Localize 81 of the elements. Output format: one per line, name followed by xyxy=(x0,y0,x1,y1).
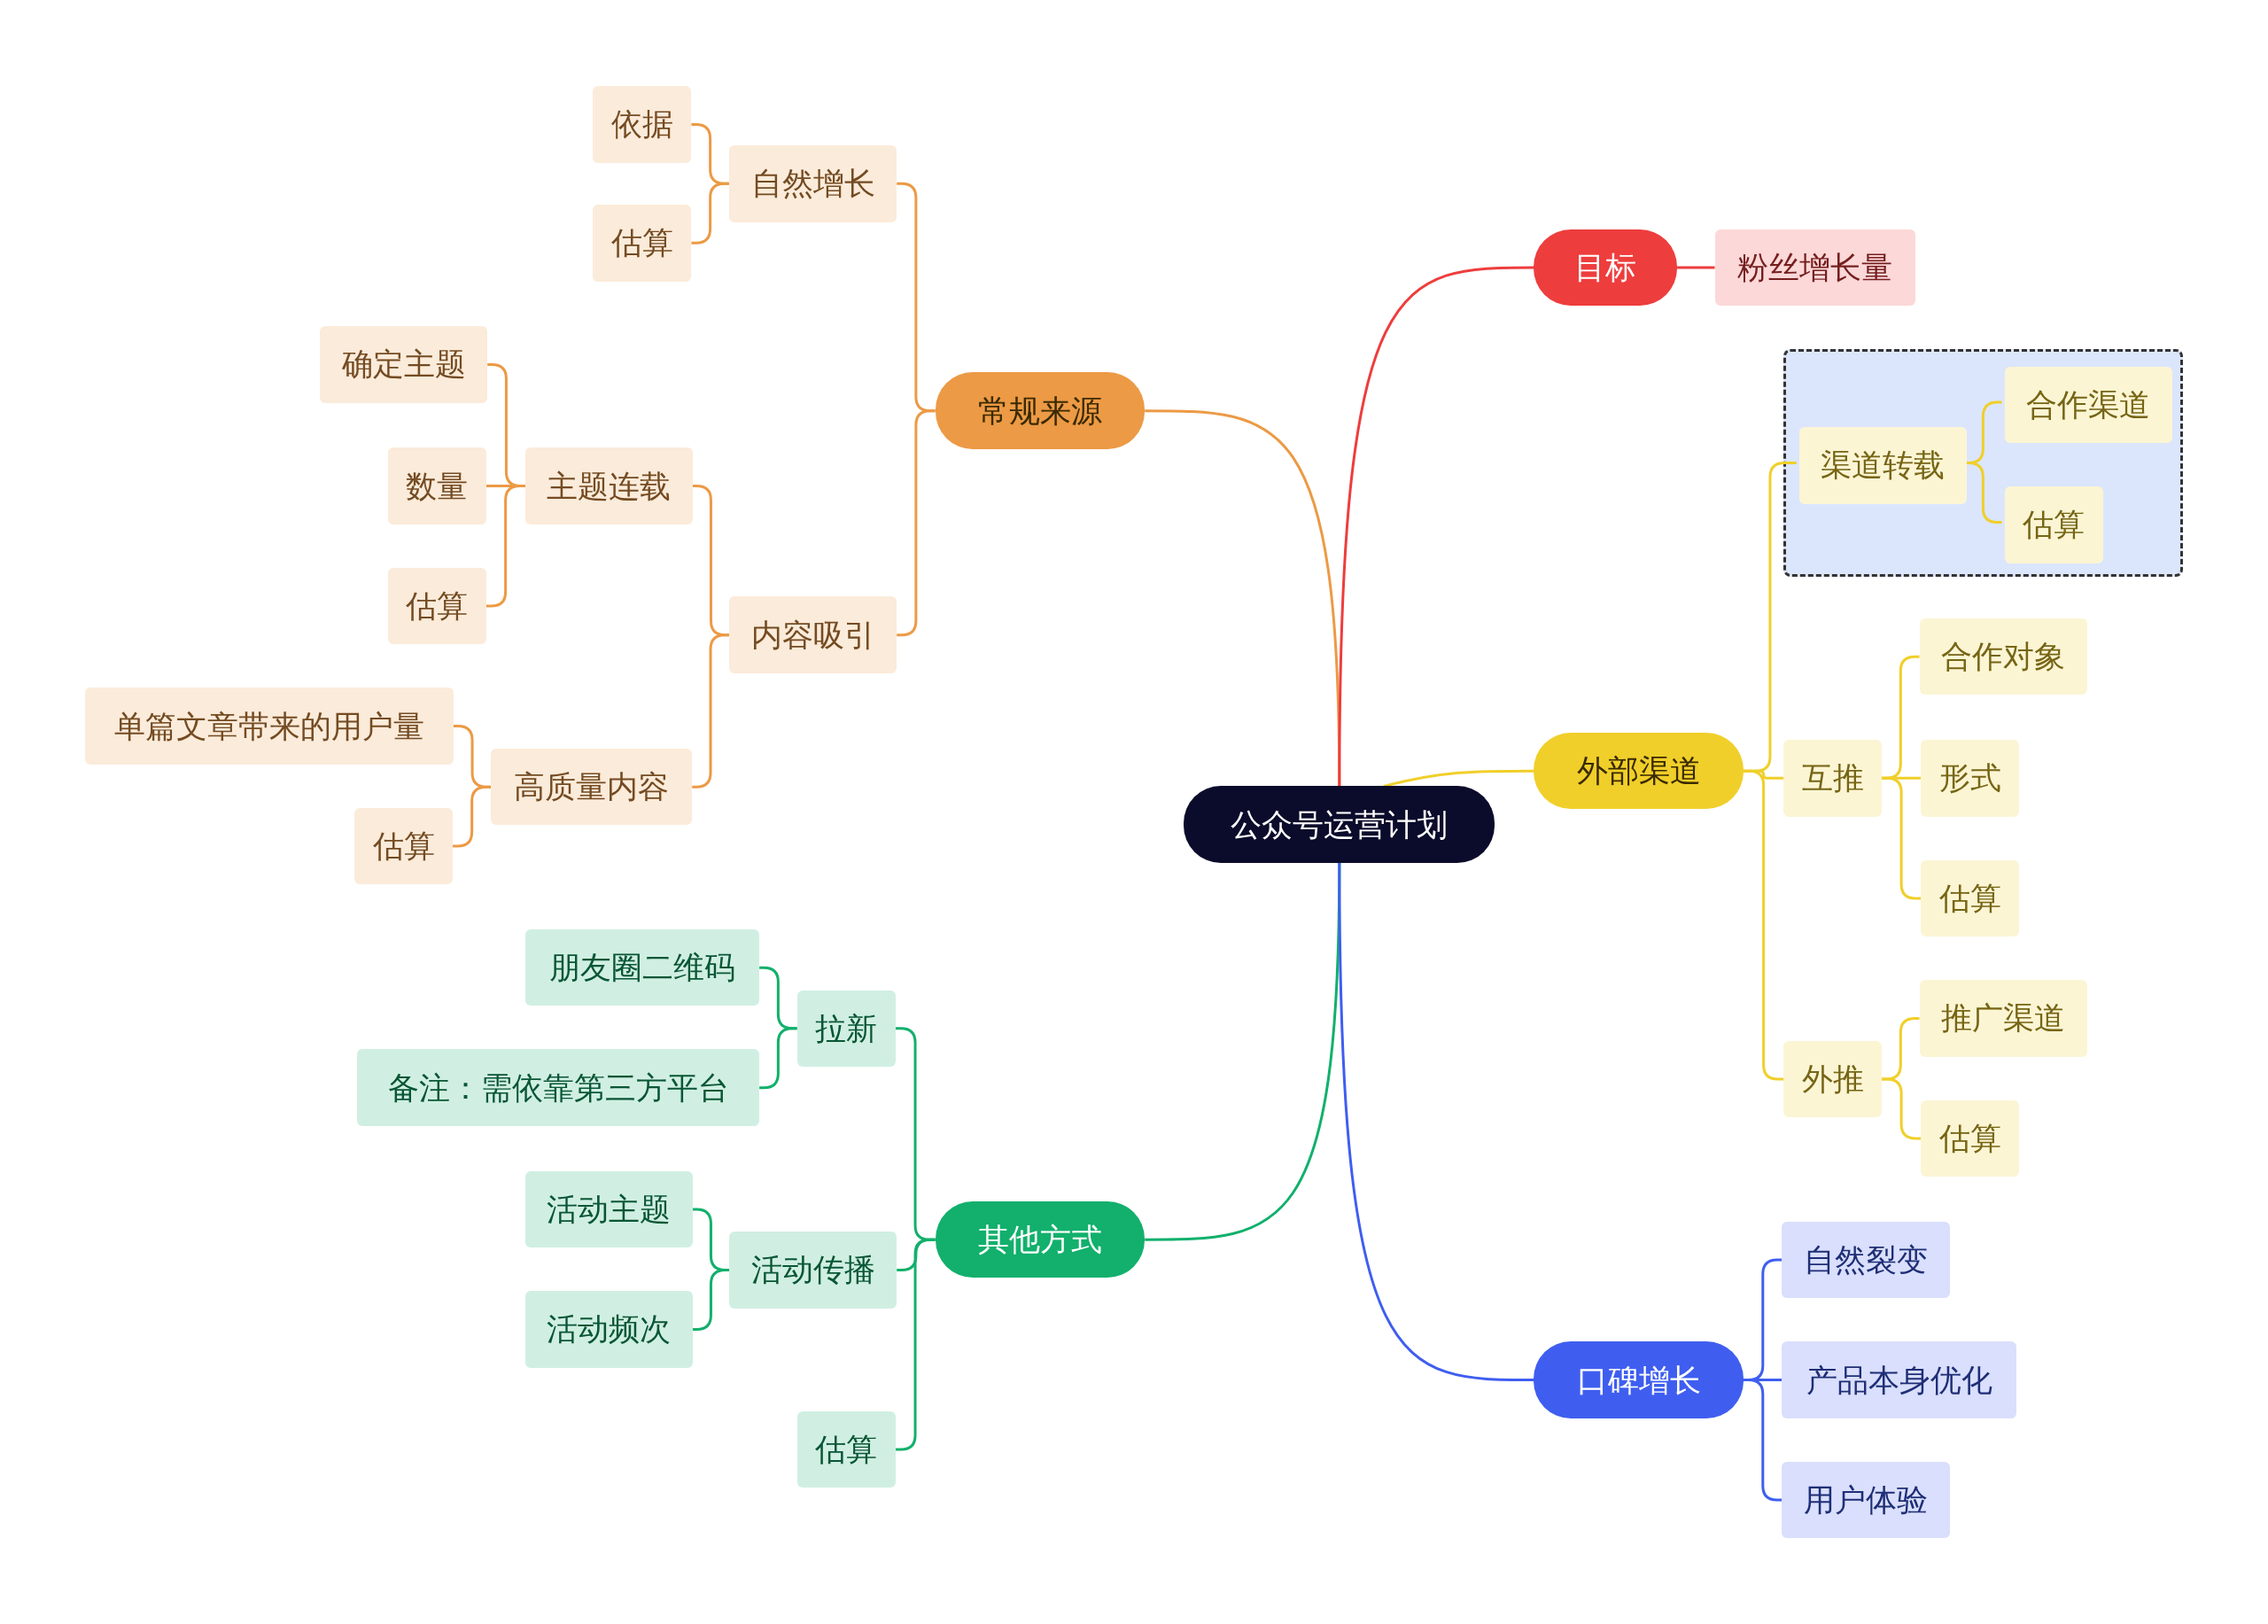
subtopic xyxy=(593,205,692,282)
topic-label: 形式 xyxy=(1938,759,2001,797)
topic-label: 合作对象 xyxy=(1941,638,2066,676)
subtopic xyxy=(524,1170,693,1248)
subtopic xyxy=(1921,1100,2020,1177)
subtopic xyxy=(84,688,454,765)
topic-label: 自然裂变 xyxy=(1804,1241,1929,1278)
topic-label: 其他方式 xyxy=(977,1221,1102,1259)
topic-label: 确定主题 xyxy=(341,346,466,384)
connector-line xyxy=(759,1027,797,1090)
topic-label: 单篇文章带来的用户量 xyxy=(113,707,424,745)
topic-label: 外部渠道 xyxy=(1576,752,1701,790)
topic-label: 依据 xyxy=(610,105,673,144)
topic-label: 数量 xyxy=(406,467,469,505)
topic-label: 互推 xyxy=(1801,759,1864,797)
subtopic xyxy=(1782,1341,2016,1418)
topic-label: 合作渠道 xyxy=(2026,385,2151,423)
subtopic xyxy=(1783,740,1883,817)
subtopic xyxy=(796,1410,896,1488)
subtopic xyxy=(319,326,488,403)
connector-line xyxy=(1338,862,1534,1382)
topic-label: 粉丝增长量 xyxy=(1737,249,1893,286)
subtopic xyxy=(387,447,486,524)
subtopic xyxy=(728,145,897,222)
subtopic xyxy=(1919,980,2087,1057)
topic-label: 主题连载 xyxy=(547,467,672,505)
topic-label: 自然增长 xyxy=(750,165,875,203)
subtopic xyxy=(1798,427,1968,504)
subtopic xyxy=(1919,618,2087,695)
topic-label: 内容吸引 xyxy=(750,616,875,654)
topic-label: 常规来源 xyxy=(977,392,1102,430)
topic-label: 估算 xyxy=(372,828,435,866)
subtopic xyxy=(796,990,896,1068)
connector-line xyxy=(692,633,729,789)
subtopic xyxy=(524,1291,693,1368)
subtopic xyxy=(357,1049,760,1126)
subtopic xyxy=(1714,229,1916,307)
topic-label: 估算 xyxy=(610,224,673,262)
subtopic xyxy=(1921,859,2020,937)
subtopic xyxy=(387,567,486,645)
topic-label: 产品本身优化 xyxy=(1806,1361,1992,1399)
subtopic xyxy=(524,929,760,1006)
subtopic xyxy=(1921,740,2020,817)
topic-label: 渠道转载 xyxy=(1821,447,1946,485)
topic-label: 口碑增长 xyxy=(1576,1361,1701,1399)
subtopic xyxy=(2004,366,2172,444)
topic-label: 目标 xyxy=(1574,249,1637,286)
topic-label: 高质量内容 xyxy=(514,768,670,806)
subtopic xyxy=(1782,1461,1950,1539)
subtopic xyxy=(2004,486,2103,563)
subtopic xyxy=(728,596,897,673)
connector-line xyxy=(691,182,729,245)
topic-label: 估算 xyxy=(406,587,469,626)
connector-line xyxy=(1383,769,1534,788)
topic-label: 外推 xyxy=(1801,1060,1864,1098)
subtopic xyxy=(1782,1221,1950,1299)
subtopic xyxy=(728,1232,897,1309)
topic-label: 用户体验 xyxy=(1804,1481,1929,1519)
topic-label: 估算 xyxy=(2023,506,2085,544)
subtopic xyxy=(1783,1040,1883,1118)
subtopic xyxy=(593,86,692,163)
topic-label: 估算 xyxy=(1938,879,2001,917)
subtopic xyxy=(491,748,693,826)
topic-label: 活动主题 xyxy=(547,1190,672,1228)
topic-label: 推广渠道 xyxy=(1941,999,2066,1037)
topic-label: 活动频次 xyxy=(547,1310,672,1348)
topic-label: 拉新 xyxy=(815,1009,878,1047)
topic-label: 备注：需依靠第三方平台 xyxy=(387,1068,729,1107)
connector-line xyxy=(693,1268,729,1331)
connector-line xyxy=(1677,266,1715,269)
subtopic xyxy=(354,807,453,885)
topic-label: 公众号运营计划 xyxy=(1231,805,1449,843)
connector-line xyxy=(1338,266,1534,787)
connector-line xyxy=(1882,1077,1922,1140)
topic-label: 朋友圈二维码 xyxy=(548,949,735,987)
topic-label: 估算 xyxy=(815,1430,878,1468)
connector-line xyxy=(1744,769,1784,1081)
topic-label: 估算 xyxy=(1938,1119,2001,1157)
topic-label: 活动传播 xyxy=(750,1251,875,1289)
group-frame xyxy=(1783,349,2183,577)
subtopic xyxy=(524,447,693,524)
